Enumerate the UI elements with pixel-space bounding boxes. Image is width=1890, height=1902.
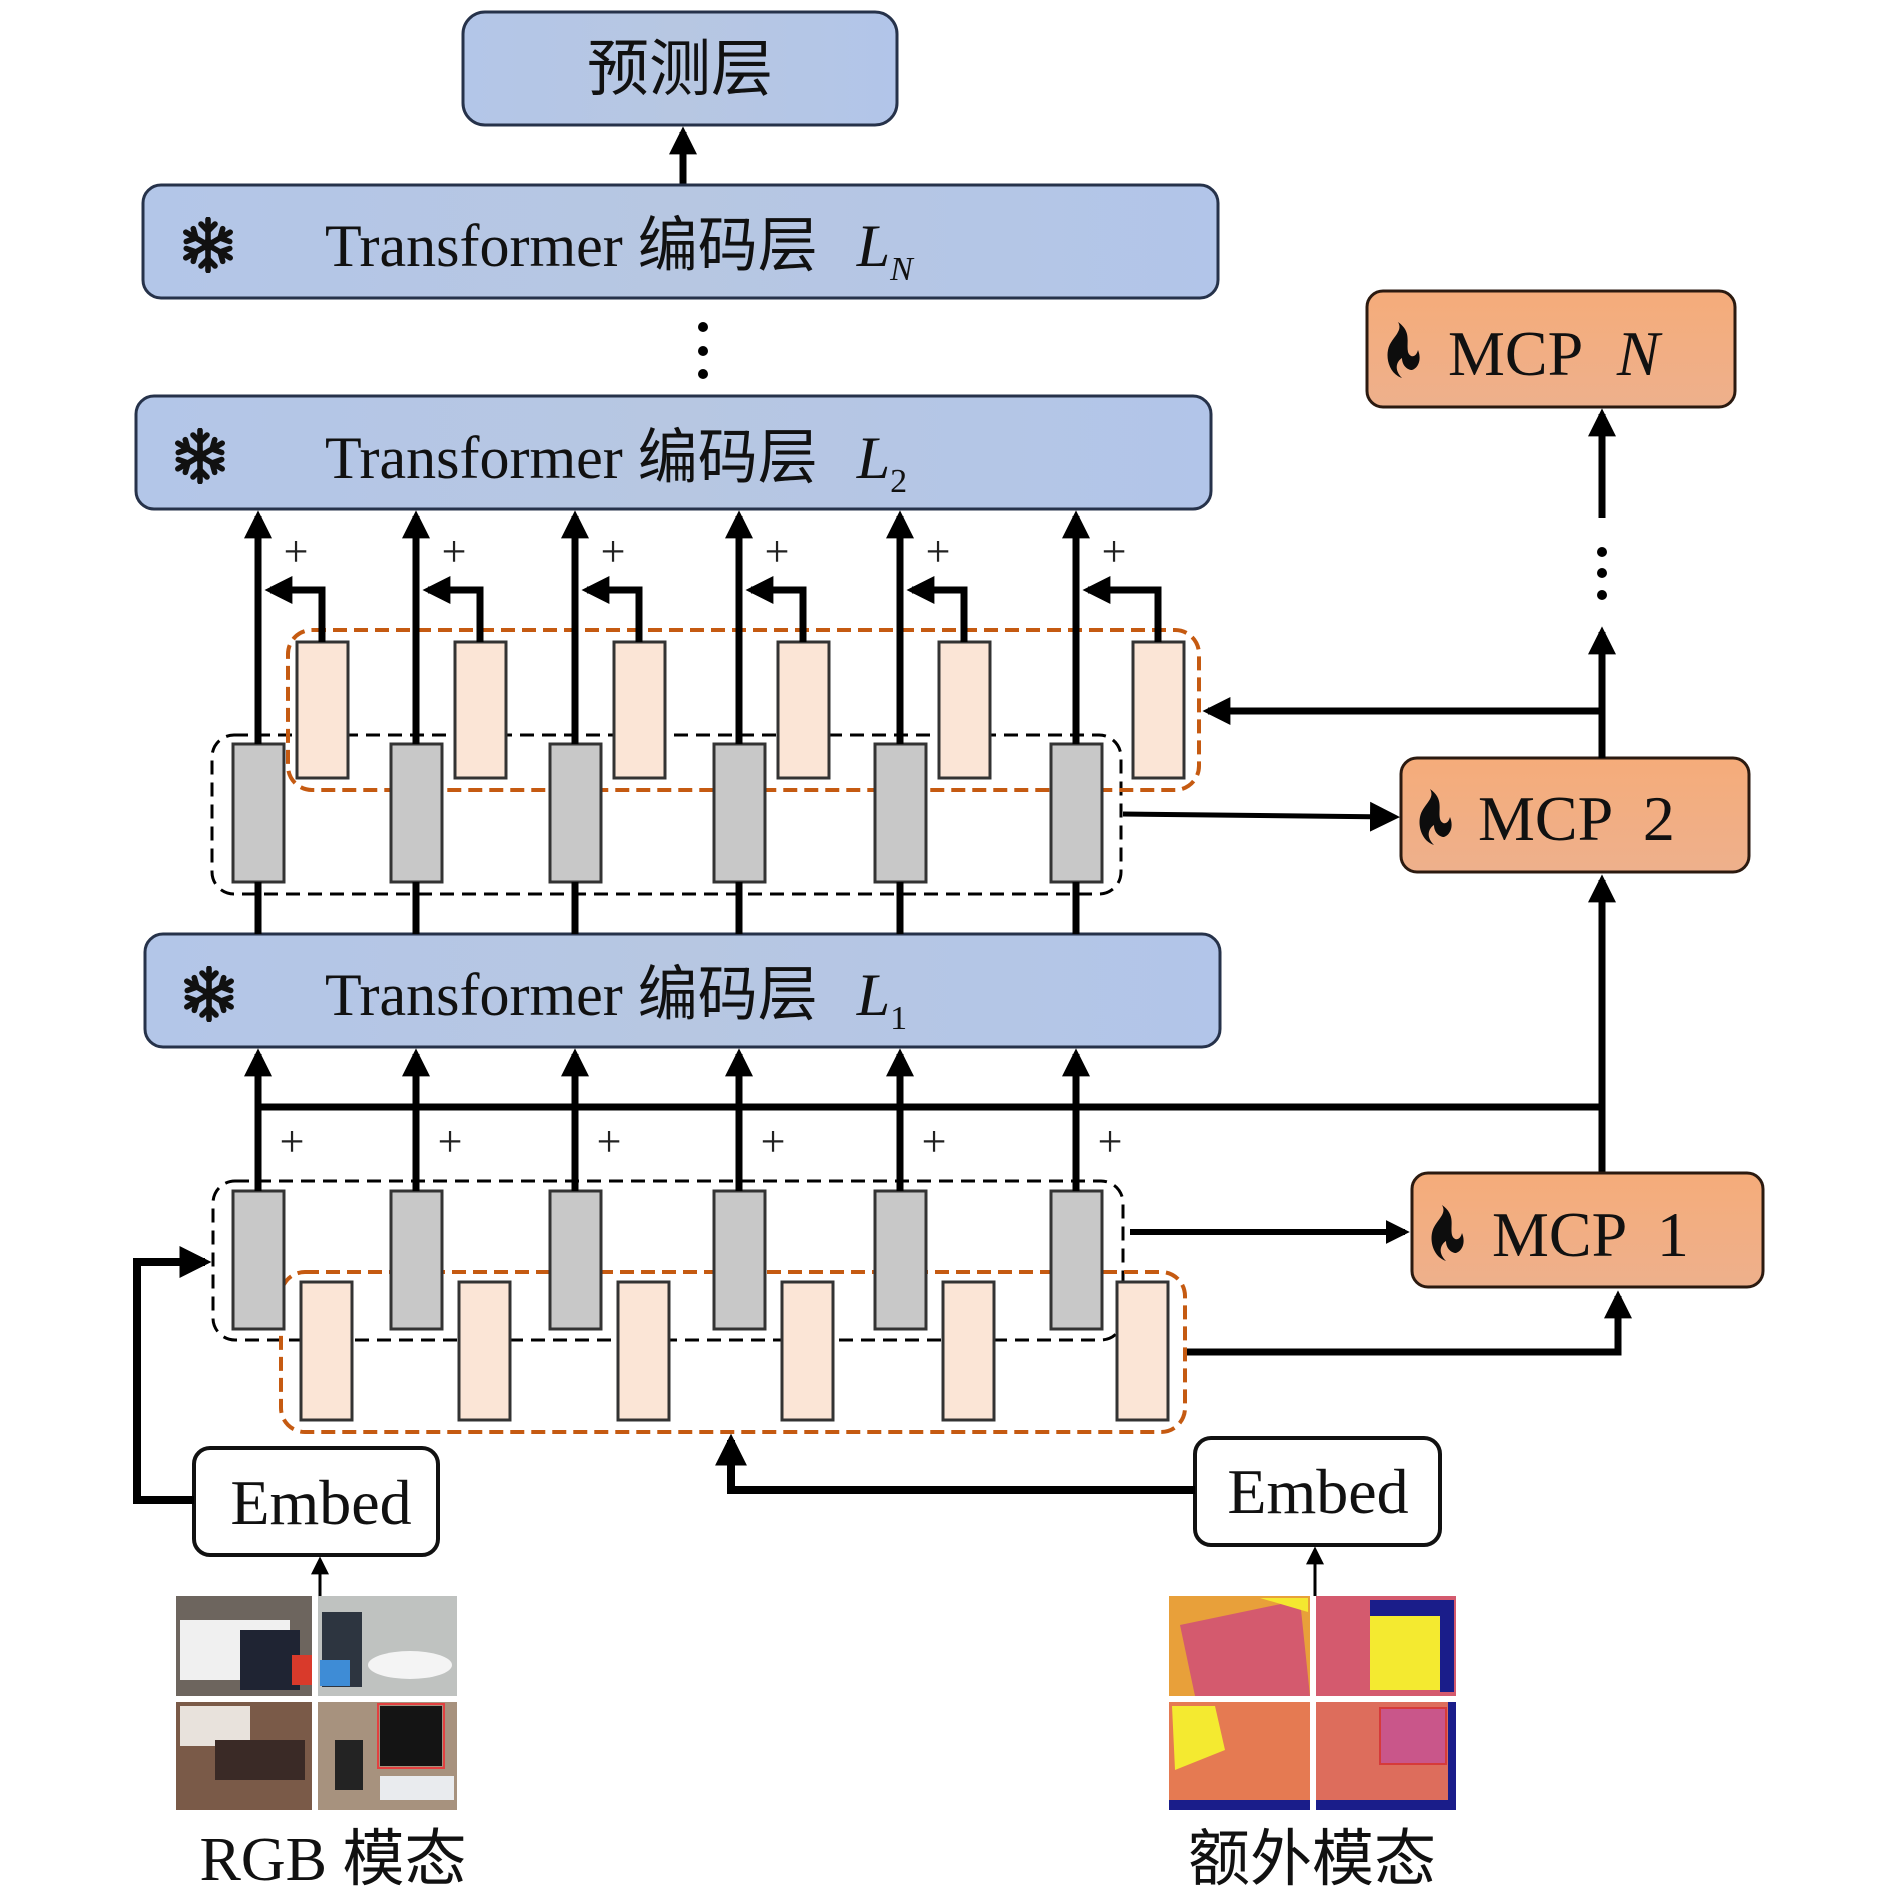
svg-text:MCP 2: MCP 2	[1478, 783, 1675, 854]
encoder-LN-label: Transformer 编码层	[325, 213, 818, 279]
prompt-add-arrow	[422, 576, 484, 642]
rgb-token	[548, 742, 603, 884]
mcp-block-N: MCP N	[1365, 289, 1737, 409]
arrow-embed-extra-to-tokens	[715, 1433, 1195, 1494]
extra-token	[616, 1280, 671, 1422]
extra-token	[299, 1280, 354, 1422]
encoder-L1-label: Transformer 编码层	[325, 962, 818, 1028]
extra-token	[937, 640, 992, 780]
prompt-add-arrow	[906, 576, 968, 642]
extra-token	[776, 640, 831, 780]
rgb-token	[389, 742, 444, 884]
mcp-N-label: MCP	[1448, 318, 1582, 389]
plus-sign: +	[597, 1117, 622, 1166]
mcp-1-label: MCP	[1492, 1199, 1626, 1270]
plus-sign: +	[442, 527, 467, 576]
encoder-L1: Transformer 编码层 L1	[143, 932, 1222, 1049]
mcp-N-index: N	[1616, 318, 1663, 389]
encoder-L2-subscript: 2	[890, 463, 907, 500]
lower-token-group	[211, 1179, 1187, 1434]
encoder-L1-subscript: 1	[890, 1000, 907, 1037]
rgb-token	[873, 742, 928, 884]
mcp-2-label: MCP	[1478, 783, 1612, 854]
extra-token	[1115, 1280, 1170, 1422]
arrow-embed-rgb-to-tokens	[133, 1246, 212, 1504]
mcp-1-index: 1	[1657, 1199, 1689, 1270]
mcp-block-2: MCP 2	[1399, 756, 1751, 874]
extra-token	[453, 640, 508, 780]
prompt-add-arrow	[581, 576, 643, 642]
rgb-token	[231, 1189, 286, 1331]
svg-text:Transformer 编码层 L2: Transformer 编码层 L2	[325, 425, 907, 500]
embed-rgb-label: Embed	[230, 1467, 411, 1538]
svg-text:MCP N: MCP N	[1448, 318, 1663, 389]
extra-modality-label: 额外模态	[1188, 1826, 1436, 1894]
extra-token	[457, 1280, 512, 1422]
extra-token	[295, 640, 350, 780]
rgb-modality-label: RGB 模态	[200, 1826, 467, 1894]
extra-token	[780, 1280, 835, 1422]
svg-text:Transformer 编码层 LN: Transformer 编码层 LN	[325, 213, 915, 288]
rgb-token	[1049, 742, 1104, 884]
svg-text:Transformer 编码层 L1: Transformer 编码层 L1	[325, 962, 907, 1037]
rgb-token-group-outline	[210, 733, 1123, 896]
prompt-add-arrow	[264, 576, 326, 642]
extra-token	[1131, 640, 1186, 780]
plus-sign: +	[922, 1117, 947, 1166]
rgb-token	[712, 742, 767, 884]
layer-ellipsis	[698, 322, 708, 379]
rgb-token	[873, 1189, 928, 1331]
encoder-L2: Transformer 编码层 L2	[134, 394, 1213, 511]
embed-rgb-box: Embed	[192, 1446, 440, 1557]
mcp-ellipsis	[1597, 547, 1607, 600]
plus-sign: +	[761, 1117, 786, 1166]
plus-sign: +	[1102, 527, 1127, 576]
arrow-lower-extra-to-mcp1	[1187, 1290, 1632, 1356]
embed-extra-label: Embed	[1227, 1456, 1408, 1527]
prompt-add-arrow	[745, 576, 807, 642]
svg-text:MCP 1: MCP 1	[1492, 1199, 1689, 1270]
rgb-token	[231, 742, 286, 884]
prediction-layer-box: 预测层	[461, 10, 899, 127]
encoder-L2-symbol: L	[856, 425, 890, 491]
encoder-LN-subscript: N	[889, 251, 915, 288]
plus-sign: +	[601, 527, 626, 576]
embed-extra-box: Embed	[1193, 1436, 1442, 1547]
mcp-2-index: 2	[1643, 783, 1675, 854]
prompt-add-arrow	[1082, 576, 1162, 642]
plus-sign: +	[926, 527, 951, 576]
rgb-token	[1049, 1189, 1104, 1331]
mcp-block-1: MCP 1	[1410, 1171, 1765, 1289]
extra-modality-image-grid	[1169, 1596, 1456, 1810]
rgb-token	[712, 1189, 767, 1331]
prediction-layer-label: 预测层	[587, 36, 773, 104]
extra-token	[612, 640, 667, 780]
plus-sign: +	[280, 1117, 305, 1166]
encoder-LN: Transformer 编码层 LN	[141, 183, 1220, 300]
encoder-L2-label: Transformer 编码层	[325, 425, 818, 491]
token-columns: + + + + + + + + + + + +	[244, 510, 1162, 1191]
plus-sign: +	[1098, 1117, 1123, 1166]
plus-sign: +	[284, 527, 309, 576]
rgb-token	[548, 1189, 603, 1331]
upper-token-group	[210, 628, 1201, 896]
encoder-LN-symbol: L	[856, 213, 890, 279]
arrow-upper-rgb-to-mcp2	[1122, 801, 1400, 832]
encoder-L1-symbol: L	[856, 962, 890, 1028]
rgb-token	[389, 1189, 444, 1331]
plus-sign: +	[438, 1117, 463, 1166]
rgb-image-grid	[176, 1596, 457, 1810]
plus-sign: +	[765, 527, 790, 576]
extra-token	[941, 1280, 996, 1422]
